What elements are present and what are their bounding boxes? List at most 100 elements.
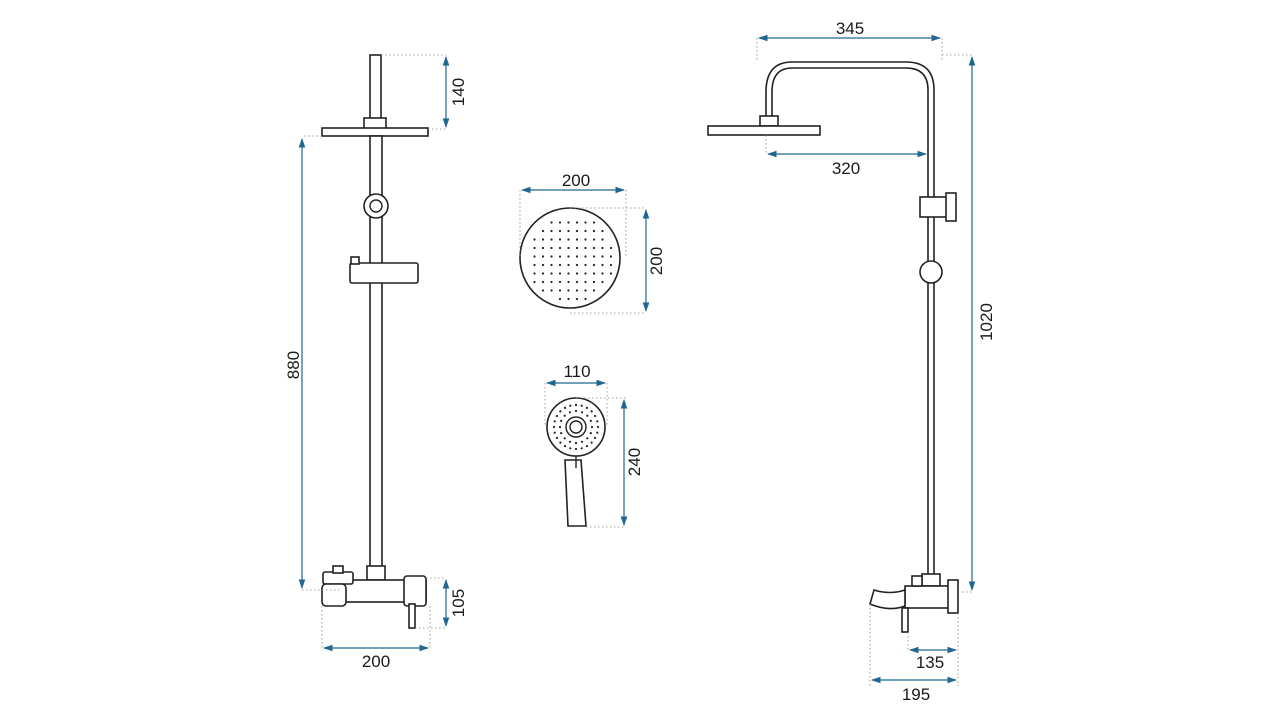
- dim-label-hand-w: 110: [563, 362, 590, 381]
- nozzle-dot: [541, 263, 545, 267]
- nozzle-dot: [558, 229, 562, 233]
- nozzle-dot: [550, 246, 553, 250]
- nozzle-dot: [533, 272, 536, 275]
- nozzle-dot: [584, 255, 587, 258]
- hand-nozzle-dot: [563, 414, 566, 417]
- nozzle-dot: [550, 238, 553, 241]
- nozzle-dot: [592, 272, 596, 275]
- side-holder-block: [919, 196, 949, 218]
- nozzle-dot: [592, 255, 596, 258]
- front-view: 140 880 105 200: [284, 54, 468, 671]
- nozzle-dot: [575, 263, 579, 267]
- hand-nozzle-dot: [585, 445, 589, 448]
- nozzle-dot: [609, 263, 613, 267]
- hand-shower-ring: [565, 416, 587, 438]
- side-spout: [869, 588, 906, 610]
- dim-label-side-height: 1020: [977, 303, 996, 341]
- overhead-head-view: 200 200: [519, 171, 666, 314]
- side-lever: [901, 607, 909, 633]
- dim-label-front-height: 880: [284, 351, 303, 379]
- nozzle-dot: [541, 280, 545, 284]
- nozzle-dot: [584, 280, 587, 284]
- nozzle-dot: [558, 246, 562, 250]
- nozzle-dot: [584, 229, 587, 233]
- hand-nozzle-dot: [559, 441, 562, 444]
- nozzle-dot: [592, 289, 596, 292]
- nozzle-dot: [533, 263, 536, 267]
- hand-nozzle-dot: [586, 414, 589, 417]
- nozzle-dot: [550, 255, 553, 258]
- nozzle-dot: [584, 246, 587, 250]
- nozzle-dot: [592, 246, 596, 250]
- nozzle-dot: [533, 255, 536, 258]
- hand-nozzle-dot: [589, 419, 592, 422]
- hand-nozzle-dot: [580, 447, 583, 450]
- nozzle-dot: [541, 289, 545, 292]
- nozzle-dot: [558, 272, 562, 275]
- nozzle-dot: [567, 229, 570, 233]
- side-head-plate: [707, 125, 821, 136]
- nozzle-dot: [584, 272, 587, 275]
- dim-label-front-mixer-h: 105: [449, 589, 468, 617]
- dim-label-head-h: 200: [647, 247, 666, 275]
- nozzle-dot: [575, 221, 579, 224]
- hand-nozzle-dot: [596, 431, 599, 434]
- dim-label-hand-h: 240: [625, 448, 644, 476]
- nozzle-dot: [584, 289, 587, 292]
- rail-bottom-joint: [366, 565, 386, 581]
- nozzle-dot: [601, 272, 604, 275]
- side-mixer-joint: [921, 573, 941, 587]
- hand-nozzle-dot: [552, 425, 556, 429]
- hand-nozzle-dot: [563, 406, 567, 409]
- nozzle-dot: [567, 263, 570, 267]
- nozzle-dot: [609, 272, 613, 275]
- nozzle-dot: [601, 229, 604, 233]
- nozzle-dot: [584, 221, 587, 224]
- nozzle-dot: [575, 280, 579, 284]
- dim-label-side-depth: 195: [902, 685, 930, 704]
- dim-label-front-top: 140: [449, 78, 468, 106]
- hand-shower-center: [569, 420, 583, 434]
- hand-nozzle-dot: [596, 425, 600, 429]
- slide-bar-holder: [349, 262, 419, 284]
- hand-nozzle-dot: [580, 404, 583, 407]
- hose-holder-inner: [369, 199, 383, 213]
- hand-nozzle-dot: [568, 440, 572, 443]
- nozzle-dot: [558, 297, 562, 301]
- hose-holder-ring: [363, 193, 389, 219]
- nozzle-dot: [541, 255, 545, 258]
- nozzle-dot: [550, 263, 553, 267]
- nozzle-dot: [567, 280, 570, 284]
- nozzle-dot: [541, 246, 545, 250]
- nozzle-dot: [575, 255, 579, 258]
- nozzle-dot: [567, 238, 570, 241]
- nozzle-dot: [592, 280, 596, 284]
- nozzle-dot: [567, 221, 570, 224]
- nozzle-dot: [567, 289, 570, 292]
- hand-nozzle-dot: [555, 414, 559, 418]
- hand-nozzle-dot: [553, 431, 556, 434]
- nozzle-dot: [601, 246, 604, 250]
- dim-label-side-offset: 320: [832, 159, 860, 178]
- nozzle-dot: [584, 297, 587, 301]
- hand-nozzle-dot: [585, 406, 589, 409]
- nozzle-dot: [575, 238, 579, 241]
- nozzle-dot: [567, 272, 570, 275]
- nozzle-dot: [592, 221, 596, 224]
- hand-shower-face: [546, 397, 606, 457]
- hand-shower-view: 110 240: [544, 362, 644, 528]
- hand-nozzle-dot: [563, 445, 567, 448]
- dim-label-head-w: 200: [562, 171, 590, 190]
- hand-nozzle-dot: [590, 441, 593, 444]
- nozzle-dot: [567, 255, 570, 258]
- hand-nozzle-dot: [568, 411, 572, 414]
- hand-nozzle-dot: [590, 410, 593, 413]
- nozzle-dot: [601, 255, 604, 258]
- hand-nozzle-dot: [560, 419, 563, 422]
- nozzle-dot: [584, 238, 587, 241]
- side-view: 345 320 1020 135 195: [707, 19, 996, 704]
- side-holder-clip: [945, 192, 957, 222]
- nozzle-dot: [550, 289, 553, 292]
